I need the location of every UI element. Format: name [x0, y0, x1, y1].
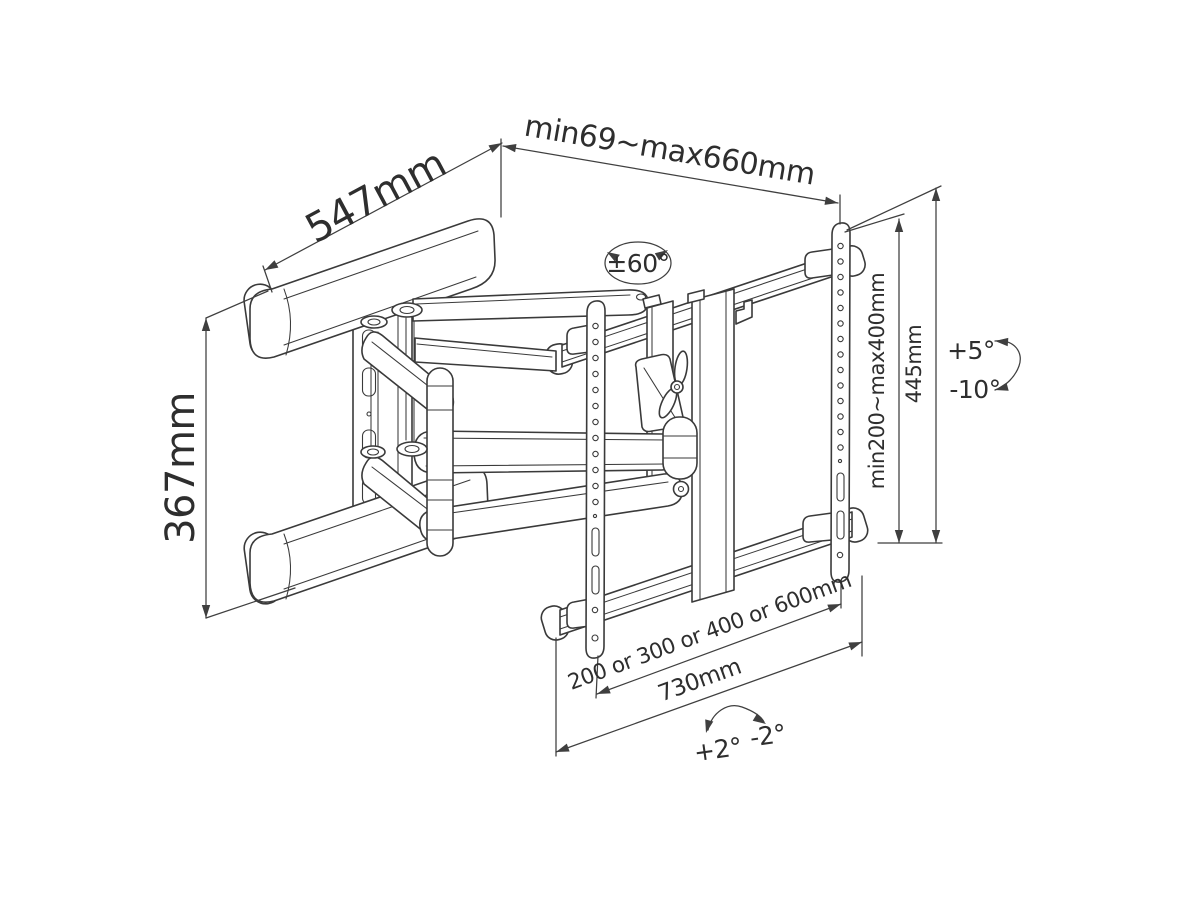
label-swivel-angle: ±60° — [606, 249, 669, 278]
tilt-knob-blade-top — [673, 350, 689, 386]
central-column — [687, 288, 753, 603]
vesa-rail-right — [802, 222, 851, 583]
elbow-hinge-pin — [426, 367, 454, 557]
dimension-vesa-vertical-range: min200~max400mm — [844, 213, 943, 544]
tilt-angle-annotation: +5° -10° — [947, 336, 1021, 404]
label-level-minus: -2° — [748, 719, 788, 753]
label-tilt-down: -10° — [949, 375, 1000, 404]
tilt-mechanism — [634, 350, 698, 498]
dimension-bracket-height: 445mm — [846, 185, 942, 544]
top-wall-rail-tube — [243, 218, 496, 359]
label-level-plus: +2° — [692, 732, 743, 767]
tv-pivot — [662, 416, 698, 480]
swivel-angle-annotation: ±60° — [604, 241, 672, 285]
pivot-washers — [360, 302, 428, 459]
level-adjust-annotation: +2° -2° — [692, 705, 788, 767]
dim-label-wall-bracket-height: 367mm — [158, 392, 204, 544]
dim-label-bracket-width: 730mm — [655, 654, 745, 708]
dim-label-extension-range: min69~max660mm — [522, 109, 818, 193]
upper-support-strut — [414, 337, 574, 375]
vesa-rail-left — [566, 300, 606, 659]
label-tilt-up: +5° — [947, 336, 995, 365]
dim-label-bracket-height: 445mm — [902, 325, 926, 404]
dim-label-vesa-vertical-range: min200~max400mm — [865, 273, 889, 490]
dimension-wall-bracket-height: 367mm — [158, 290, 296, 619]
dimension-extension-range: min69~max660mm — [500, 109, 841, 225]
